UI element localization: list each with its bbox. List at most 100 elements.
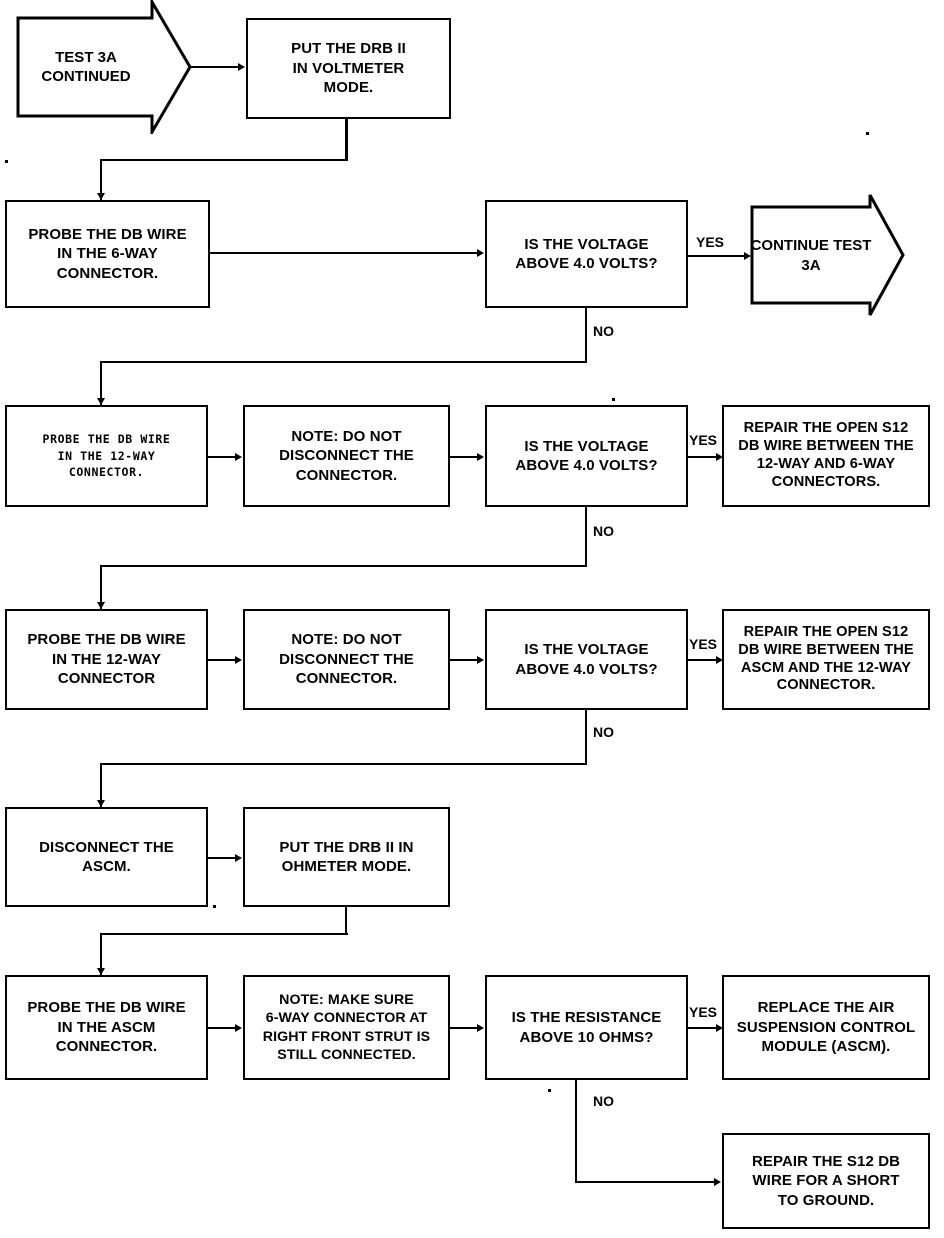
- node-text: IS THE RESISTANCE ABOVE 10 OHMS?: [511, 1009, 662, 1046]
- node-repair-open-s12-ascm-12way[interactable]: REPAIR THE OPEN S12 DB WIRE BETWEEN THE …: [722, 609, 930, 710]
- edge-probeascm-to-note-makesure: [208, 1027, 236, 1029]
- node-text: IS THE VOLTAGE ABOVE 4.0 VOLTS?: [515, 235, 658, 273]
- arrowhead-to-probe-12way-a: [97, 398, 105, 405]
- node-put-drb-voltmeter[interactable]: PUT THE DRB II IN VOLTMETER MODE.: [246, 18, 451, 119]
- node-text: NOTE: MAKE SURE 6-WAY CONNECTOR AT RIGHT…: [262, 991, 431, 1063]
- edge-voltmeter-down2: [100, 159, 102, 200]
- node-disconnect-ascm[interactable]: DISCONNECT THE ASCM.: [5, 807, 208, 907]
- node-text: DISCONNECT THE ASCM.: [39, 838, 174, 876]
- node-continue-test-3a-label: CONTINUE TEST 3A: [750, 193, 872, 318]
- node-text: REPAIR THE OPEN S12 DB WIRE BETWEEN THE …: [738, 623, 914, 694]
- edge-voltage-q2-yes: [688, 456, 720, 458]
- arrowhead-to-continue-test-3a: [744, 252, 751, 260]
- node-text: NOTE: DO NOT DISCONNECT THE CONNECTOR.: [279, 427, 414, 484]
- node-text: PUT THE DRB II IN VOLTMETER MODE.: [291, 40, 406, 97]
- edge-probe6way-to-voltage-q1: [210, 252, 478, 254]
- edge-label-no-4: NO: [592, 1093, 615, 1109]
- node-text: REPAIR THE OPEN S12 DB WIRE BETWEEN THE …: [738, 420, 914, 490]
- edge-voltage-q2-no-left: [100, 565, 587, 567]
- edge-voltage-q3-no-left: [100, 763, 587, 765]
- scan-speck: [548, 1089, 551, 1092]
- edge-probe12waya-to-note-a: [208, 456, 236, 458]
- node-voltage-question-1[interactable]: IS THE VOLTAGE ABOVE 4.0 VOLTS?: [485, 200, 688, 308]
- node-test-3a-continued-label: TEST 3A CONTINUED: [16, 0, 156, 134]
- edge-label-no-3: NO: [592, 724, 615, 740]
- node-repair-open-s12-12way-6way[interactable]: REPAIR THE OPEN S12 DB WIRE BETWEEN THE …: [722, 405, 930, 507]
- edge-voltage-q3-no-down2: [100, 763, 102, 807]
- node-repair-short-to-ground[interactable]: REPAIR THE S12 DB WIRE FOR A SHORT TO GR…: [722, 1133, 930, 1229]
- node-voltage-question-3[interactable]: IS THE VOLTAGE ABOVE 4.0 VOLTS?: [485, 609, 688, 710]
- edge-ohmeter-down: [345, 907, 347, 935]
- edge-probe12wayb-to-note-b: [208, 659, 236, 661]
- edge-label-no-2: NO: [592, 523, 615, 539]
- edge-label-yes-1: YES: [695, 234, 726, 250]
- node-text: NOTE: DO NOT DISCONNECT THE CONNECTOR.: [279, 631, 414, 688]
- node-text: CONTINUE TEST 3A: [750, 237, 872, 274]
- edge-voltage-q3-yes: [688, 659, 720, 661]
- node-text: PROBE THE DB WIRE IN THE 6-WAY CONNECTOR…: [28, 225, 187, 282]
- arrowhead-to-voltage-q3: [477, 656, 484, 664]
- edge-voltage-q2-no-down: [585, 507, 587, 567]
- node-probe-12way-b[interactable]: PROBE THE DB WIRE IN THE 12-WAY CONNECTO…: [5, 609, 208, 710]
- edge-voltmeter-left: [100, 159, 348, 161]
- node-put-drb-ohmeter[interactable]: PUT THE DRB II IN OHMETER MODE.: [243, 807, 450, 907]
- edge-label-yes-4: YES: [688, 1004, 719, 1020]
- arrowhead-to-replace-ascm: [716, 1024, 723, 1032]
- arrowhead-to-probe-12way-b: [97, 602, 105, 609]
- arrowhead-to-note-a: [235, 453, 242, 461]
- scan-speck: [213, 905, 216, 908]
- node-test-3a-continued[interactable]: TEST 3A CONTINUED: [16, 0, 192, 134]
- arrowhead-to-note-b: [235, 656, 242, 664]
- arrowhead-to-note-make-sure: [235, 1024, 242, 1032]
- node-text: PROBE THE DB WIRE IN THE ASCM CONNECTOR.: [27, 999, 186, 1056]
- arrowhead-to-voltmeter: [238, 63, 245, 71]
- node-replace-ascm[interactable]: REPLACE THE AIR SUSPENSION CONTROL MODUL…: [722, 975, 930, 1080]
- node-text: PROBE THE DB WIRE IN THE 12-WAY CONNECTO…: [27, 631, 186, 688]
- node-voltage-question-2[interactable]: IS THE VOLTAGE ABOVE 4.0 VOLTS?: [485, 405, 688, 507]
- node-text: REPAIR THE S12 DB WIRE FOR A SHORT TO GR…: [751, 1152, 901, 1209]
- arrowhead-to-resistance-question: [477, 1024, 484, 1032]
- arrowhead-to-put-drb-ohmeter: [235, 854, 242, 862]
- edge-ohmeter-down2: [100, 933, 102, 975]
- node-continue-test-3a[interactable]: CONTINUE TEST 3A: [750, 193, 905, 318]
- edge-resistance-no-down: [575, 1080, 577, 1183]
- node-text: TEST 3A CONTINUED: [41, 48, 131, 86]
- edge-voltmeter-down: [345, 119, 348, 161]
- arrowhead-to-repair-ascm-12way: [716, 656, 723, 664]
- node-text: REPLACE THE AIR SUSPENSION CONTROL MODUL…: [736, 999, 916, 1056]
- arrowhead-to-voltage-q1: [477, 249, 484, 257]
- node-text: PROBE THE DB WIRE IN THE 12-WAY CONNECTO…: [42, 431, 171, 480]
- edge-label-yes-2: YES: [688, 432, 719, 448]
- scan-speck: [866, 132, 869, 135]
- arrowhead-to-probe-ascm: [97, 968, 105, 975]
- scan-speck: [5, 160, 8, 163]
- edge-resistance-yes: [688, 1027, 720, 1029]
- arrowhead-to-repair-short-ground: [714, 1178, 721, 1186]
- node-probe-ascm[interactable]: PROBE THE DB WIRE IN THE ASCM CONNECTOR.: [5, 975, 208, 1080]
- arrowhead-to-probe-6way: [97, 193, 105, 200]
- edge-voltage-q1-no-down2: [100, 361, 102, 405]
- node-note-make-sure[interactable]: NOTE: MAKE SURE 6-WAY CONNECTOR AT RIGHT…: [243, 975, 450, 1080]
- edge-label-yes-3: YES: [688, 636, 719, 652]
- node-probe-12way-a[interactable]: PROBE THE DB WIRE IN THE 12-WAY CONNECTO…: [5, 405, 208, 507]
- edge-voltage-q1-no-left: [100, 361, 587, 363]
- edge-label-no-1: NO: [592, 323, 615, 339]
- arrowhead-to-voltage-q2: [477, 453, 484, 461]
- node-resistance-question[interactable]: IS THE RESISTANCE ABOVE 10 OHMS?: [485, 975, 688, 1080]
- scan-speck: [612, 398, 615, 401]
- node-text: IS THE VOLTAGE ABOVE 4.0 VOLTS?: [515, 437, 658, 475]
- edge-note-makesure-to-resistance-q: [450, 1027, 478, 1029]
- arrowhead-to-disconnect-ascm: [97, 800, 105, 807]
- edge-note-a-to-voltage-q2: [450, 456, 478, 458]
- edge-disconnect-to-ohmeter: [208, 857, 236, 859]
- edge-voltage-q2-no-down2: [100, 565, 102, 609]
- node-text: IS THE VOLTAGE ABOVE 4.0 VOLTS?: [515, 641, 658, 678]
- edge-voltage-q3-no-down: [585, 710, 587, 765]
- edge-test3a-to-voltmeter: [190, 66, 239, 68]
- node-probe-6way[interactable]: PROBE THE DB WIRE IN THE 6-WAY CONNECTOR…: [5, 200, 210, 308]
- node-text: PUT THE DRB II IN OHMETER MODE.: [279, 838, 414, 876]
- node-note-do-not-disconnect-a[interactable]: NOTE: DO NOT DISCONNECT THE CONNECTOR.: [243, 405, 450, 507]
- node-note-do-not-disconnect-b[interactable]: NOTE: DO NOT DISCONNECT THE CONNECTOR.: [243, 609, 450, 710]
- edge-resistance-no-right: [575, 1181, 715, 1183]
